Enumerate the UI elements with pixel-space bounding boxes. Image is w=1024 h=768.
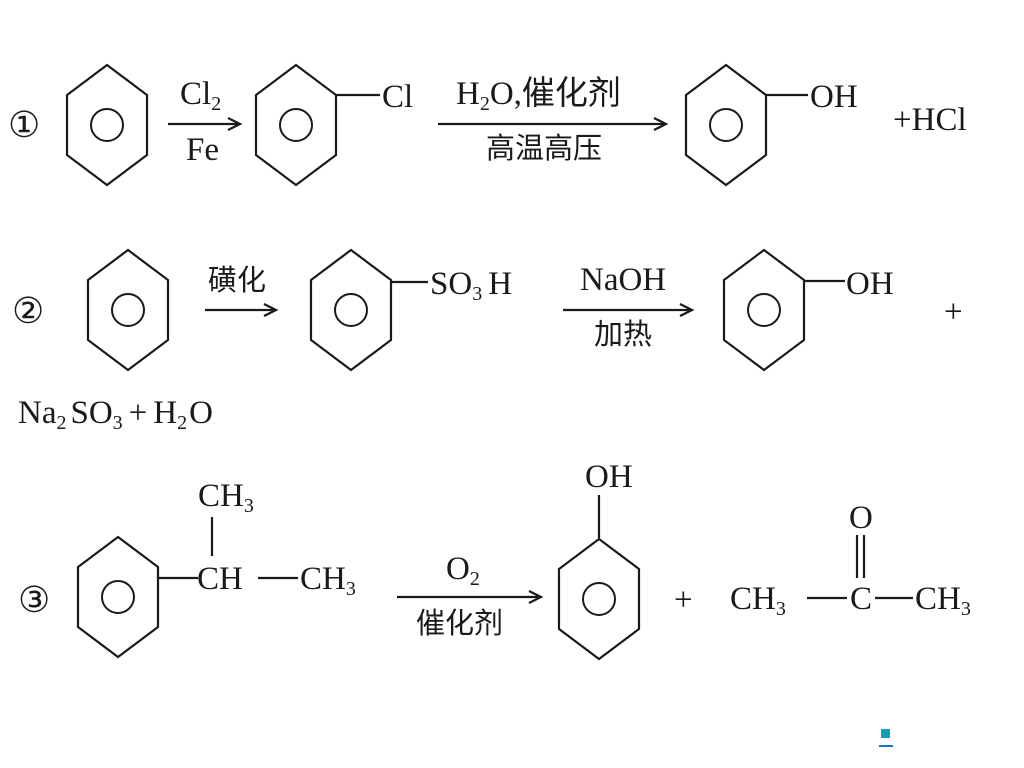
acetone-methyl-left: CH3 (730, 581, 786, 620)
condition-catalyst: 催化剂 (416, 607, 503, 640)
arrowhead (528, 590, 544, 604)
reaction-1: ① Cl2 Fe Cl H2O,催化剂 高温高压 OH +HCl (8, 63, 967, 187)
methine-ch: CH (197, 561, 243, 597)
condition-h2o-catalyst: H2O,催化剂 (456, 75, 621, 115)
hydroxyl-group: OH (810, 79, 858, 115)
reagent-o2: O2 (446, 551, 480, 590)
acetone-methyl-right: CH3 (915, 581, 971, 620)
benzenesulfonic-acid-ring (309, 248, 393, 372)
reaction-3: ③ CH CH3 CH3 O2 催化剂 OH + CH3 C O CH3 (18, 459, 971, 661)
phenol-ring (557, 537, 641, 661)
phenol-ring (722, 248, 806, 372)
nav-square-icon (881, 729, 890, 738)
acetone-oxygen: O (849, 500, 873, 536)
reagent-cl2: Cl2 (180, 76, 221, 115)
reaction-2-number: ② (12, 291, 44, 331)
chloro-group: Cl (382, 79, 413, 115)
cumene-ring (76, 535, 160, 659)
acetone-carbonyl-carbon: C (850, 581, 872, 617)
condition-heat: 加热 (594, 318, 652, 351)
methyl-top: CH3 (198, 478, 254, 517)
benzene-ring (86, 248, 170, 372)
hydroxyl-group: OH (585, 459, 633, 495)
arrowhead (263, 303, 279, 317)
plus-sign: + (944, 294, 963, 330)
benzene-ring (65, 63, 149, 187)
slide-nav-button[interactable] (879, 727, 893, 747)
arrowhead (227, 117, 243, 131)
hydroxyl-group: OH (846, 266, 894, 302)
plus-sign: + (674, 582, 693, 618)
chlorobenzene-ring (254, 63, 338, 187)
reagent-fe: Fe (186, 132, 219, 168)
reaction-1-number: ① (8, 105, 40, 145)
condition-sulfonation: 磺化 (208, 264, 266, 297)
phenol-ring (684, 63, 768, 187)
methyl-right: CH3 (300, 561, 356, 600)
arrowhead (679, 303, 695, 317)
condition-high-temp-pressure: 高温高压 (486, 132, 602, 165)
reaction-3-number: ③ (18, 580, 50, 620)
arrowhead (653, 117, 669, 131)
reagent-naoh: NaOH (580, 262, 666, 298)
byproduct-hcl: +HCl (893, 102, 967, 138)
